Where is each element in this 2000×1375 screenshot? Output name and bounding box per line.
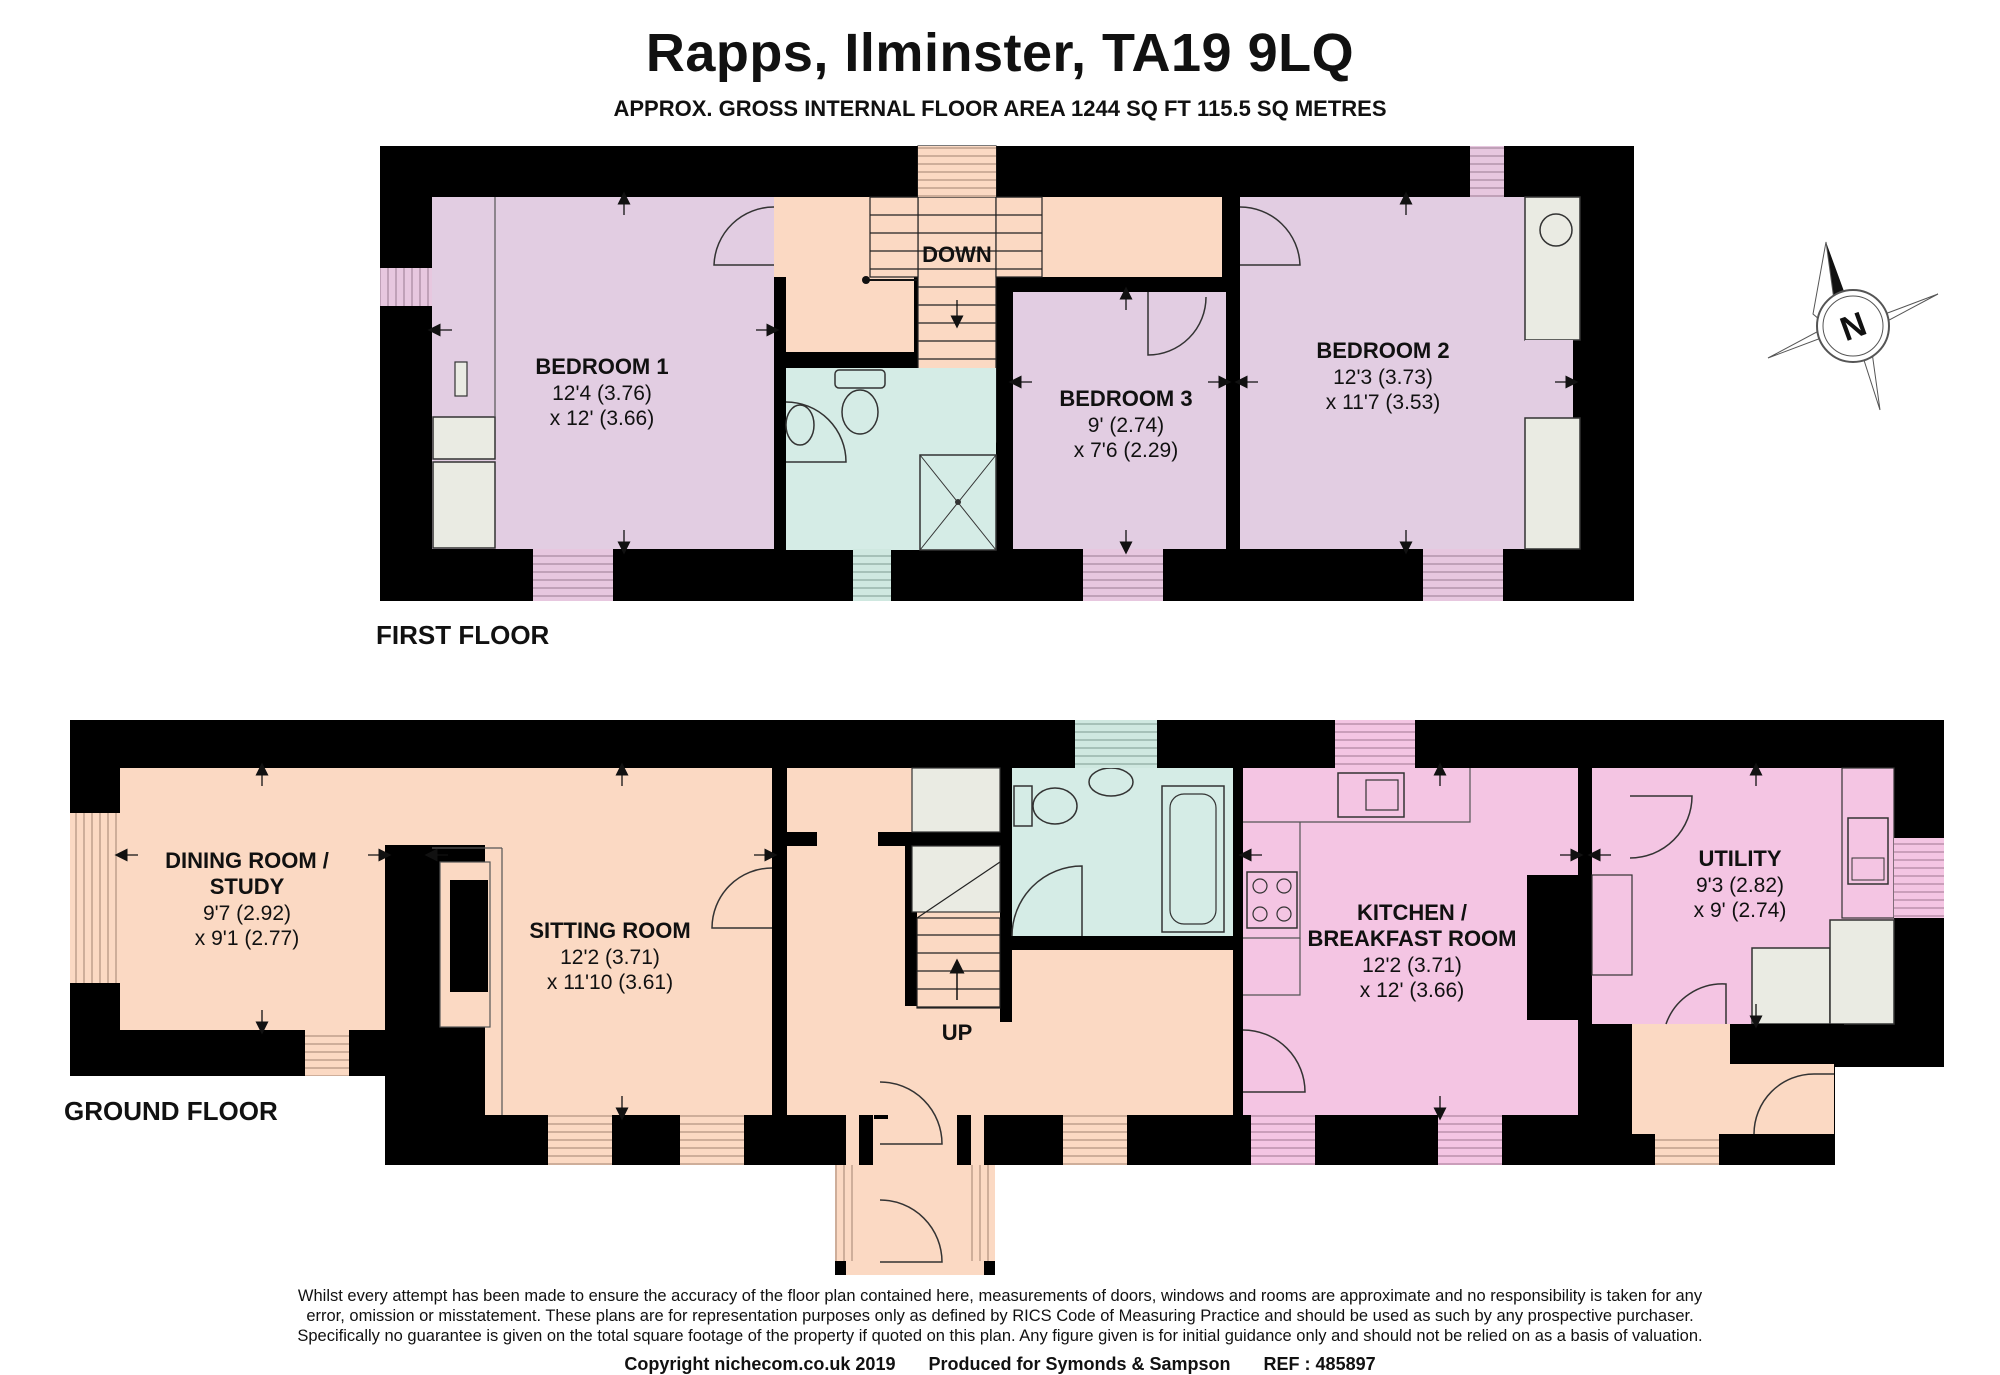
- window: [1063, 1115, 1127, 1165]
- dining-room-name: DINING ROOM /: [165, 848, 329, 873]
- window: [533, 549, 613, 601]
- sitting-room-dim2: x 11'10 (3.61): [547, 971, 673, 994]
- produced-for-text: Produced for Symonds & Sampson: [928, 1354, 1231, 1374]
- bedroom-2-name: BEDROOM 2: [1316, 338, 1449, 363]
- reference-text: REF : 485897: [1263, 1354, 1376, 1374]
- window: [1251, 1115, 1315, 1165]
- kitchen-name-2: BREAKFAST ROOM: [1308, 926, 1517, 951]
- utility-name: UTILITY: [1698, 846, 1781, 871]
- dining-room-dim2: x 9'1 (2.77): [195, 927, 299, 950]
- window: [835, 1165, 859, 1261]
- toilet: [834, 369, 886, 389]
- bedroom-1-name: BEDROOM 1: [535, 354, 668, 379]
- dining-room-dim1: 9'7 (2.92): [203, 902, 291, 925]
- ground-floor-plan: UP DINING ROOM / STUDY 9'7 (2.92) x 9'1 …: [70, 720, 1944, 1275]
- window: [1335, 720, 1415, 768]
- compass: N: [1767, 241, 1939, 411]
- window: [305, 1030, 349, 1076]
- window: [1075, 720, 1157, 768]
- ground-floor-label: GROUND FLOOR: [64, 1096, 278, 1126]
- first-floor-label: FIRST FLOOR: [376, 620, 550, 650]
- rear-lobby-floor: [1632, 1024, 1730, 1134]
- window: [548, 1115, 612, 1165]
- wardrobe: [1524, 417, 1581, 550]
- wardrobe: [432, 416, 496, 460]
- window: [1083, 549, 1163, 601]
- disclaimer-line: Whilst every attempt has been made to en…: [297, 1287, 1703, 1305]
- window: [70, 813, 120, 983]
- basin: [785, 404, 815, 446]
- utility-dim2: x 9' (2.74): [1694, 899, 1787, 922]
- bedroom-1-dim1: 12'4 (3.76): [552, 382, 652, 405]
- kitchen-floor: [1243, 768, 1578, 1115]
- kitchen-name: KITCHEN /: [1357, 900, 1467, 925]
- stairs-down-label: DOWN: [922, 242, 992, 267]
- copyright-text: Copyright nichecom.co.uk 2019: [624, 1354, 896, 1374]
- page-title: Rapps, Ilminster, TA19 9LQ: [645, 23, 1355, 83]
- bedroom-2-dim1: 12'3 (3.73): [1333, 366, 1433, 389]
- footer: Copyright nichecom.co.uk 2019 Produced f…: [0, 1354, 2000, 1375]
- basin: [1088, 767, 1134, 797]
- dining-room-floor: [120, 768, 385, 1030]
- window: [1470, 146, 1504, 197]
- bedroom-2-dim2: x 11'7 (3.53): [1326, 391, 1441, 414]
- landing-floor: [786, 277, 914, 352]
- window: [680, 1115, 744, 1165]
- disclaimer-line: error, omission or misstatement. These p…: [306, 1307, 1694, 1325]
- toilet: [1013, 785, 1033, 827]
- dining-room-name-2: STUDY: [210, 874, 285, 899]
- window: [971, 1165, 995, 1261]
- bedroom-3-dim2: x 7'6 (2.29): [1074, 439, 1178, 462]
- hob: [1246, 871, 1298, 929]
- window: [1423, 549, 1503, 601]
- bedroom-1-dim2: x 12' (3.66): [550, 407, 654, 430]
- bedroom-3-floor: [1013, 292, 1226, 549]
- window: [853, 549, 891, 601]
- front-door: [879, 1081, 943, 1145]
- disclaimer-line: Specifically no guarantee is given on th…: [297, 1327, 1703, 1345]
- porch-door: [879, 1199, 943, 1263]
- kitchen-dim1: 12'2 (3.71): [1362, 954, 1462, 977]
- stairs-up-label: UP: [942, 1020, 973, 1045]
- utility-dim1: 9'3 (2.82): [1696, 874, 1784, 897]
- sitting-room-name: SITTING ROOM: [529, 918, 690, 943]
- sitting-room-dim1: 12'2 (3.71): [560, 946, 660, 969]
- window: [918, 146, 996, 197]
- bedroom-3-dim1: 9' (2.74): [1088, 414, 1164, 437]
- cupboard: [1751, 947, 1831, 1025]
- window: [1894, 838, 1944, 918]
- bedroom-2-floor: [1240, 197, 1525, 549]
- fireplace: [454, 361, 468, 397]
- window: [1438, 1115, 1502, 1165]
- first-floor-plan: DOWN BEDROOM 1 12'4 (3.76) x 12' (3.66) …: [380, 145, 1634, 601]
- floor-area-subtitle: APPROX. GROSS INTERNAL FLOOR AREA 1244 S…: [613, 96, 1387, 121]
- cupboard: [911, 767, 1001, 833]
- cupboard: [1829, 919, 1895, 1025]
- wardrobe: [432, 461, 496, 549]
- window: [1655, 1134, 1719, 1165]
- kitchen-dim2: x 12' (3.66): [1360, 979, 1464, 1002]
- window: [380, 268, 432, 306]
- stairs-up: [916, 917, 1001, 1009]
- disclaimer: Whilst every attempt has been made to en…: [220, 1286, 1780, 1346]
- bedroom-3-name: BEDROOM 3: [1059, 386, 1192, 411]
- cupboard: [911, 845, 1001, 913]
